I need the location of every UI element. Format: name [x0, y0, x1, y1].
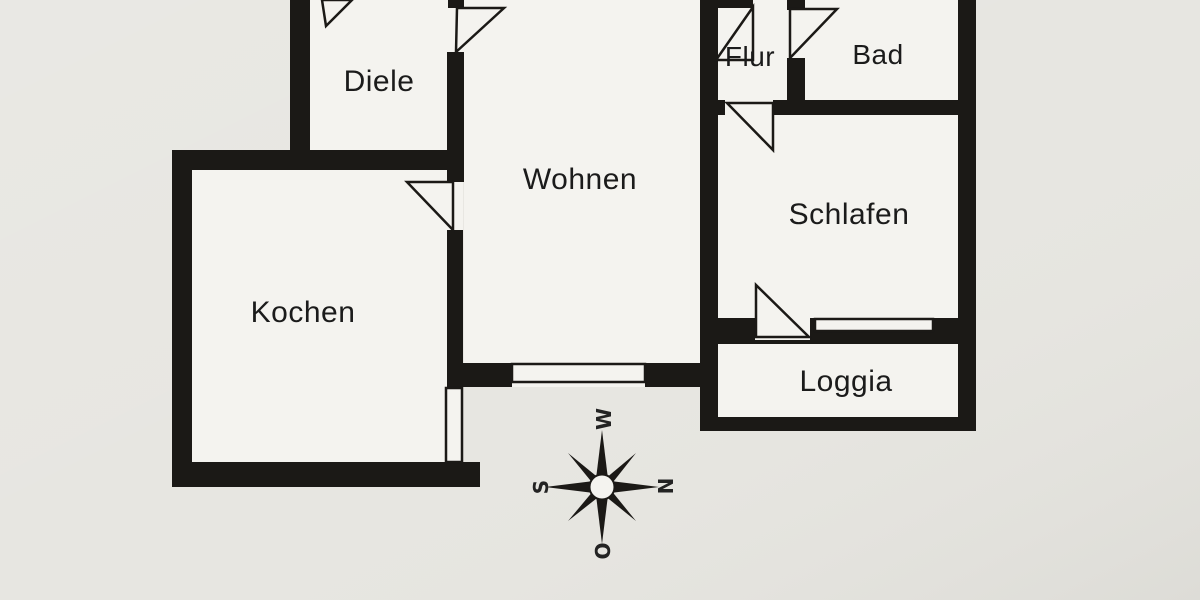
room-label-flur: Flur [725, 41, 775, 72]
door-flur-entrance [713, 3, 755, 62]
room-fills [192, 0, 958, 462]
door-schlafen-loggia [754, 282, 813, 339]
compass-center-disc [588, 473, 616, 501]
compass-letter-north: N [654, 478, 678, 495]
wall-kochen-left [172, 150, 192, 487]
wall-loggia-top-line [718, 340, 958, 344]
room-wohnen-floor [464, 0, 700, 387]
wall-center-divider [700, 0, 718, 430]
compass-arm-left [545, 480, 602, 494]
wall-diele-left [290, 0, 310, 152]
door-entrance-diele [320, 0, 354, 29]
window-wohnen-south [510, 362, 647, 384]
wall-bad-bottom [773, 100, 976, 115]
wall-kochen-top [172, 150, 462, 170]
wall-kochen-bottom [172, 462, 480, 487]
window-kochen-east [444, 386, 464, 464]
room-label-kochen: Kochen [251, 296, 356, 329]
compass-letter-east: O [591, 542, 615, 559]
room-label-diele: Diele [344, 65, 415, 98]
door-flur-schlafen [724, 101, 775, 154]
wall-wohnen-left-upper [447, 52, 464, 182]
wall-flur-top-stub [714, 0, 753, 8]
wall-flur-bottom-left [700, 100, 725, 115]
compass-arm-right [602, 480, 659, 494]
compass-letter-south: S [529, 480, 553, 494]
room-labels: Diele Wohnen Kochen Flur Bad Schlafen Lo… [251, 39, 910, 398]
compass-rose-icon: W N O S [529, 408, 678, 560]
windows [444, 317, 935, 464]
room-label-wohnen: Wohnen [523, 163, 637, 196]
wall-wohnen-bottom-left [447, 363, 512, 387]
window-schlafen-south [813, 317, 935, 333]
room-label-bad: Bad [852, 39, 903, 70]
wall-flur-bad-divider-top [787, 0, 805, 10]
wall-wohnen-left-stub [448, 0, 464, 8]
compass-letter-west: W [592, 408, 616, 430]
wall-wohnen-left-lower [447, 230, 463, 390]
door-wohnen-kochen [404, 180, 455, 234]
room-kochen-floor [192, 170, 463, 462]
compass-arm-down [595, 487, 609, 544]
room-label-schlafen: Schlafen [789, 198, 910, 231]
wall-loggia-bottom [700, 417, 976, 431]
door-diele-wohnen [454, 6, 508, 55]
doors [320, 0, 840, 339]
room-diele-floor [310, 0, 464, 152]
wall-right-outer [958, 0, 976, 431]
wall-flur-bad-divider-lower [787, 58, 805, 113]
wall-schlafen-bottom-left [714, 318, 755, 340]
compass-arm-up [595, 430, 609, 487]
walls [172, 0, 976, 487]
room-label-loggia: Loggia [799, 365, 892, 398]
door-flur-bad [788, 7, 840, 62]
